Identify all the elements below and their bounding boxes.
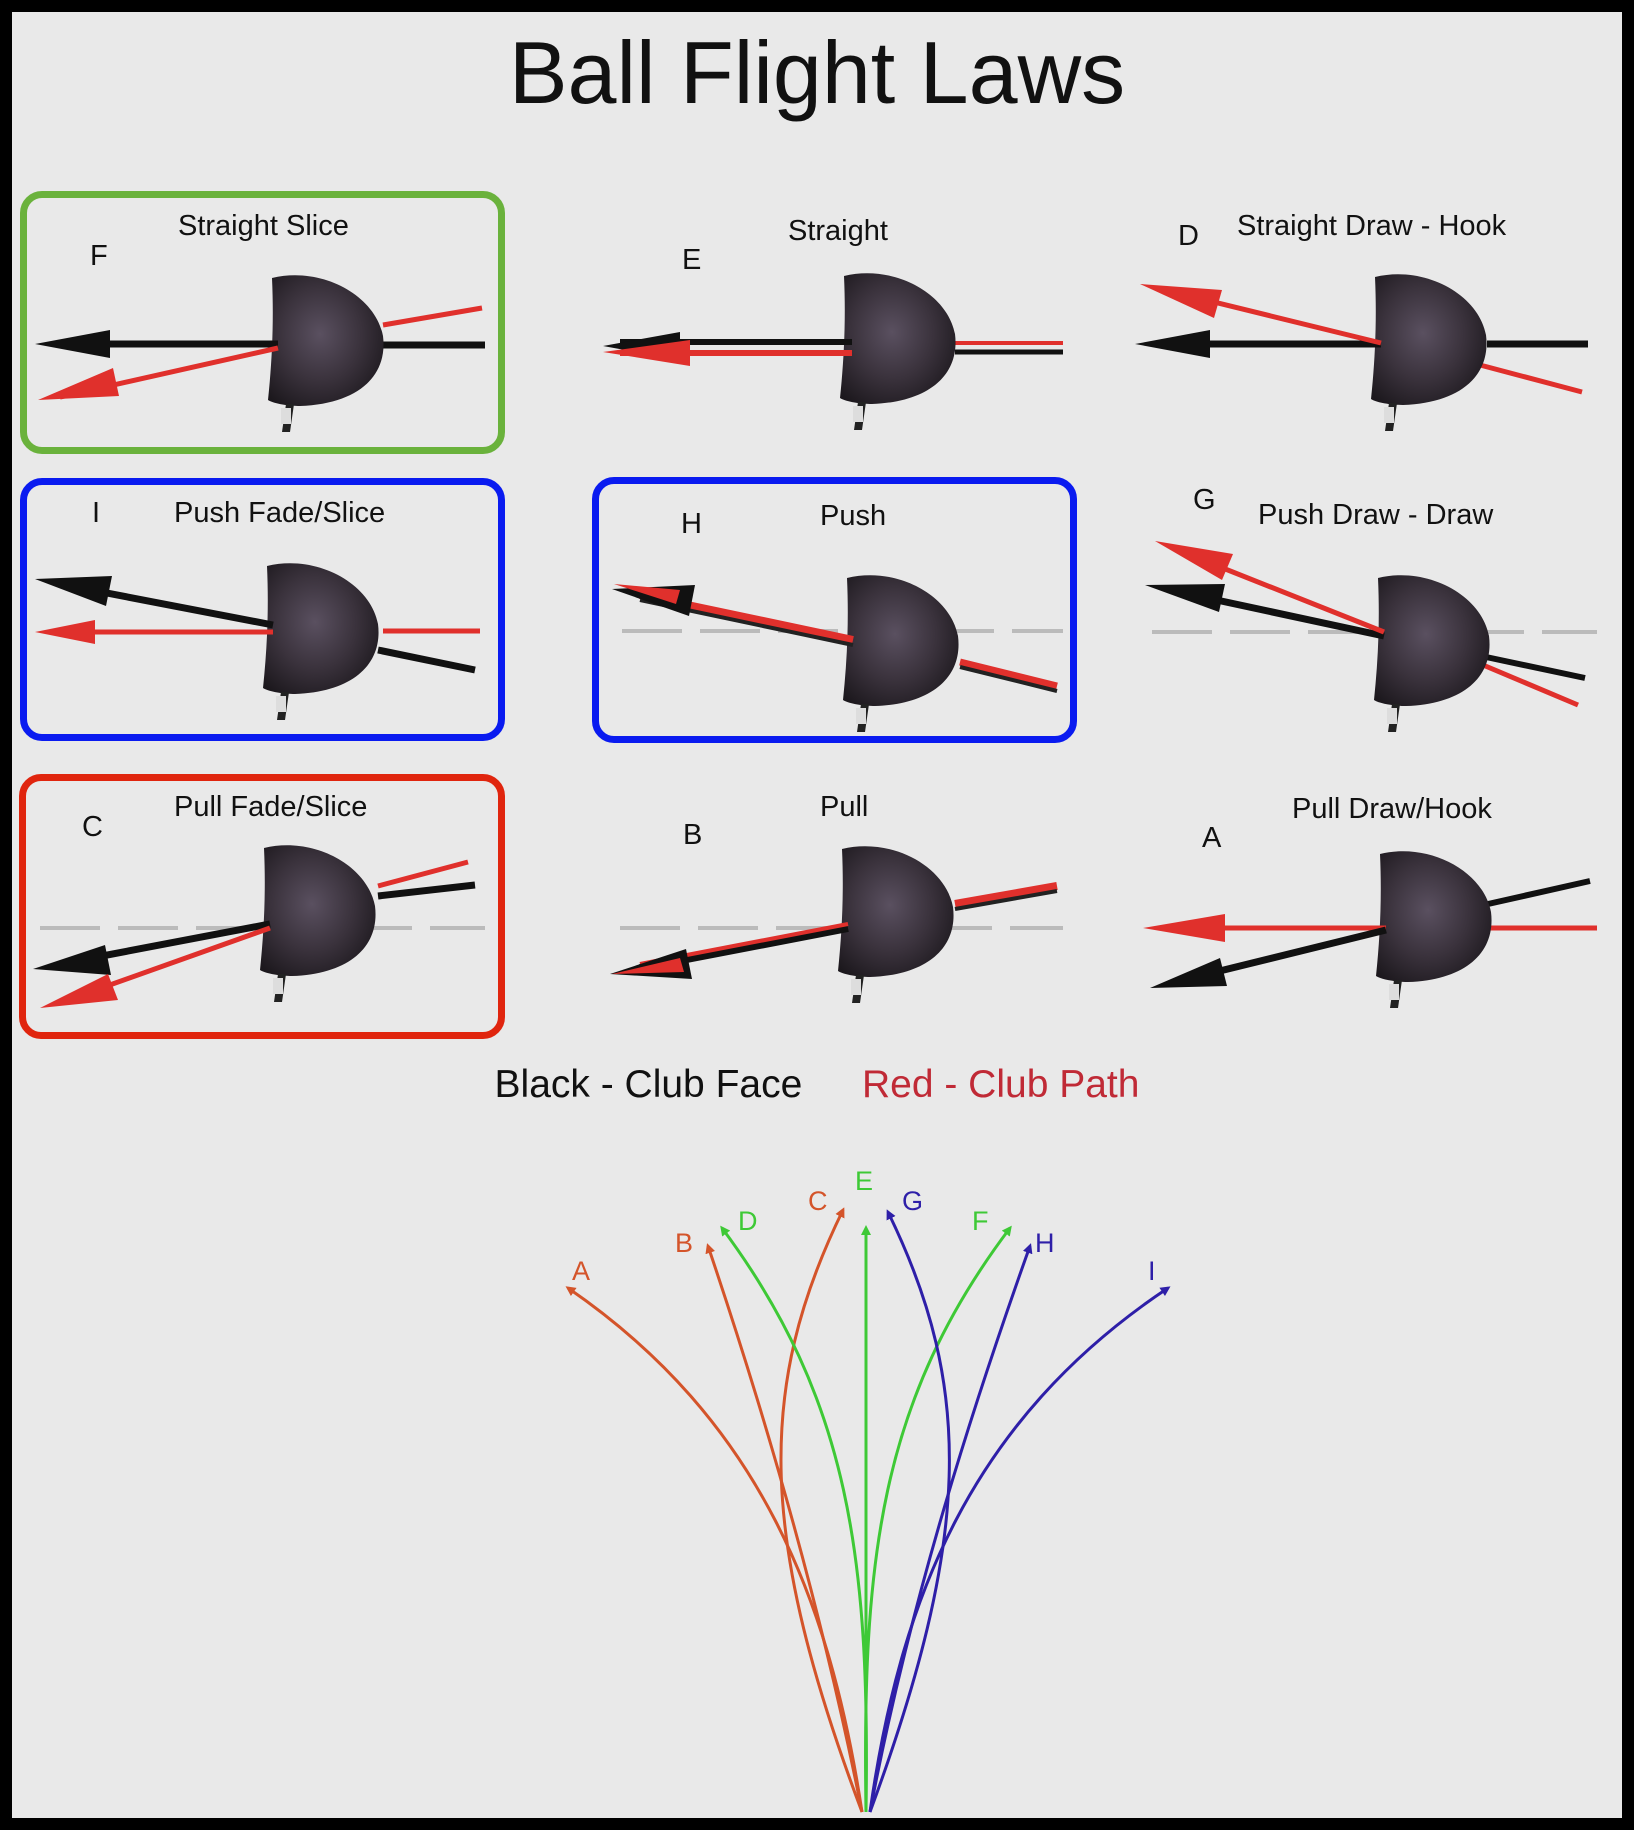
panel-h-push [612,575,1063,732]
caption-straight-draw-hook: Straight Draw - Hook [1237,210,1507,242]
traj-label-f: F [972,1206,989,1236]
legend: Black - Club Face Red - Club Path [0,1063,1634,1107]
panel-i-push-fade-slice [35,563,480,720]
letter-f: F [90,240,108,272]
traj-label-a: A [572,1256,590,1286]
highlight-box-straight-slice [20,191,505,454]
highlight-box-push [592,477,1077,743]
traj-label-i: I [1148,1256,1156,1286]
traj-label-d: D [738,1206,758,1236]
letter-c: C [82,811,103,843]
letter-a: A [1202,822,1222,854]
panel-e-straight [603,273,1063,430]
panel-d-straight-draw-hook [1135,274,1588,431]
highlight-box-push-fade [20,478,505,741]
letter-h: H [681,508,702,540]
panel-a-pull-draw-hook [1143,851,1597,1008]
legend-path: Red - Club Path [861,1063,1140,1106]
caption-pull: Pull [820,791,869,823]
traj-label-h: H [1035,1228,1055,1258]
traj-label-c: C [808,1186,828,1216]
trajectory-a [565,1286,864,1813]
letter-d: D [1178,220,1199,252]
trajectory-g [868,1209,951,1813]
trajectory-h [868,1243,1033,1813]
panel-c-pull-fade-slice [33,845,485,1008]
caption-straight-slice: Straight Slice [178,210,349,242]
caption-push-fade-slice: Push Fade/Slice [174,497,386,529]
trajectory-i [868,1286,1171,1813]
trajectory-b [705,1243,864,1813]
page-title: Ball Flight Laws [508,23,1126,122]
caption-straight: Straight [788,215,888,247]
letter-i: I [92,497,101,529]
panel-f-straight-slice [35,275,485,432]
caption-pull-draw-hook: Pull Draw/Hook [1292,793,1492,825]
panel-g-push-draw-draw [1145,541,1597,732]
traj-label-e: E [855,1166,873,1196]
caption-push-draw-draw: Push Draw - Draw [1258,499,1494,531]
traj-label-b: B [675,1228,693,1258]
caption-pull-fade-slice: Pull Fade/Slice [174,791,368,823]
highlight-box-pull-fade [19,774,505,1039]
panel-b-pull [610,846,1063,1003]
legend-face: Black - Club Face [494,1063,803,1106]
letter-g: G [1193,484,1216,516]
traj-label-g: G [902,1186,923,1216]
trajectory-f [864,1225,1012,1813]
letter-e: E [682,244,702,276]
letter-b: B [683,819,703,851]
trajectory-c [779,1207,864,1813]
caption-push: Push [820,500,887,532]
